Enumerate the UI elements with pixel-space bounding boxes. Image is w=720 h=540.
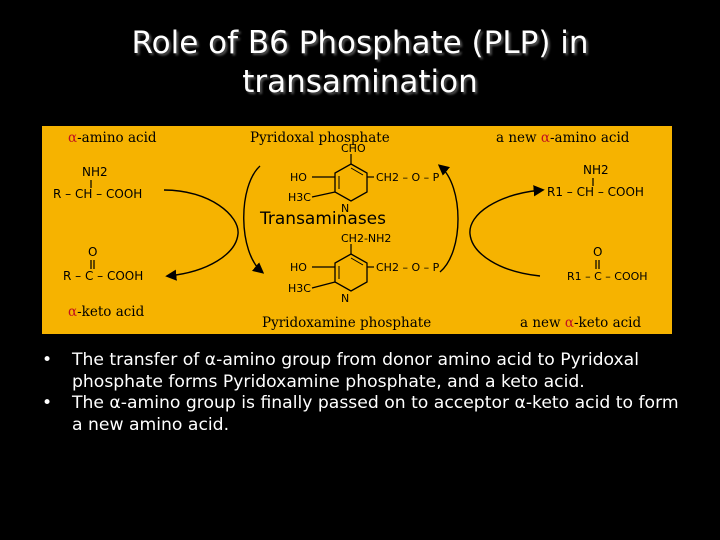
bullet-text: The α-amino group is finally passed on t… xyxy=(72,393,679,435)
plp-n: N xyxy=(341,202,349,215)
new-amino-acid-formula: R1 – CH – COOH xyxy=(547,185,644,199)
pmp-h3c: H3C xyxy=(288,282,311,295)
center-right-arrow xyxy=(437,164,459,273)
plp-h3c-bond xyxy=(311,191,336,198)
bullet-list: • The transfer of α-amino group from don… xyxy=(42,350,692,436)
label-alpha-keto-acid: α-keto acid xyxy=(68,304,145,320)
slide-title: Role of B6 Phosphate (PLP) in transamina… xyxy=(0,24,720,102)
label-new-alpha-keto-acid: a new α-keto acid xyxy=(520,315,642,331)
label-pyridoxal-phosphate: Pyridoxal phosphate xyxy=(250,130,390,146)
bullet-dot: • xyxy=(42,350,53,370)
plp-cho: CHO xyxy=(341,142,366,155)
new-keto-o: O xyxy=(593,245,602,259)
transamination-diagram: α-amino acid Pyridoxal phosphate a new α… xyxy=(42,126,672,334)
right-reaction-arrow xyxy=(469,185,545,277)
plp-ho: HO xyxy=(290,171,307,184)
keto-acid-formula: R – C – COOH xyxy=(63,269,143,283)
title-line-2: transamination xyxy=(242,64,478,100)
bullet-item: • The α-amino group is finally passed on… xyxy=(42,393,692,436)
title-line-1: Role of B6 Phosphate (PLP) in xyxy=(131,25,589,61)
pmp-n: N xyxy=(341,292,349,305)
label-pyridoxamine-phosphate: Pyridoxamine phosphate xyxy=(262,315,431,331)
diagram-svg: α-amino acid Pyridoxal phosphate a new α… xyxy=(53,130,648,331)
label-new-alpha-amino-acid: a new α-amino acid xyxy=(496,130,630,146)
keto-o: O xyxy=(88,245,97,259)
pmp-ch2op: CH2 – O – P xyxy=(376,261,440,274)
pmp-h3c-bond xyxy=(311,281,336,289)
pmp-ring-inner-a xyxy=(350,257,364,266)
new-amino-nh2: NH2 xyxy=(583,163,609,177)
amino-nh2: NH2 xyxy=(82,165,108,179)
plp-h3c: H3C xyxy=(288,191,311,204)
bullet-item: • The transfer of α-amino group from don… xyxy=(42,350,692,393)
label-transaminases: Transaminases xyxy=(259,209,386,229)
left-reaction-arrow xyxy=(163,189,239,281)
plp-ring xyxy=(334,163,368,202)
pmp-ho: HO xyxy=(290,261,307,274)
amino-acid-formula: R – CH – COOH xyxy=(53,187,142,201)
pmp-ch2nh2: CH2-NH2 xyxy=(341,232,391,245)
plp-ch2op: CH2 – O – P xyxy=(376,171,440,184)
center-left-arrow xyxy=(243,165,265,274)
bullet-text: The transfer of α-amino group from donor… xyxy=(72,350,639,392)
bullet-dot: • xyxy=(42,393,53,413)
label-alpha-amino-acid: α-amino acid xyxy=(68,130,157,146)
plp-ring-inner-a xyxy=(350,167,364,176)
pmp-ring xyxy=(334,253,368,292)
new-keto-acid-formula: R1 – C – COOH xyxy=(567,270,648,283)
